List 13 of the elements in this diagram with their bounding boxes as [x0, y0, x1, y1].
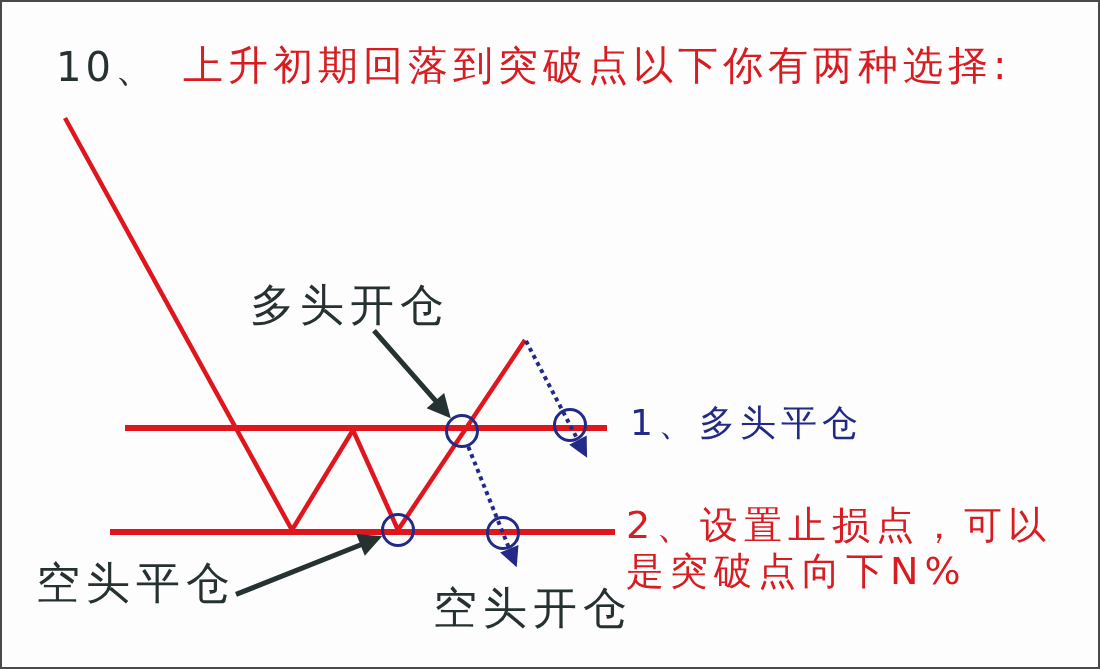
title: 上升初期回落到突破点以下你有两种选择:	[183, 42, 1012, 88]
callout-label: 多头开仓	[250, 280, 450, 331]
dotted-arrow	[524, 340, 588, 458]
dotted-arrow	[466, 446, 519, 568]
marker-circle	[381, 513, 415, 547]
option-text: 1、多头平仓	[630, 402, 863, 444]
marker-circle	[553, 408, 587, 442]
step-number: 10、	[56, 44, 159, 90]
leader-arrow	[372, 328, 453, 420]
callout-label: 空头平仓	[36, 558, 236, 609]
marker-circle	[445, 414, 479, 448]
marker-circle	[486, 516, 520, 550]
leader-arrow	[235, 533, 384, 597]
